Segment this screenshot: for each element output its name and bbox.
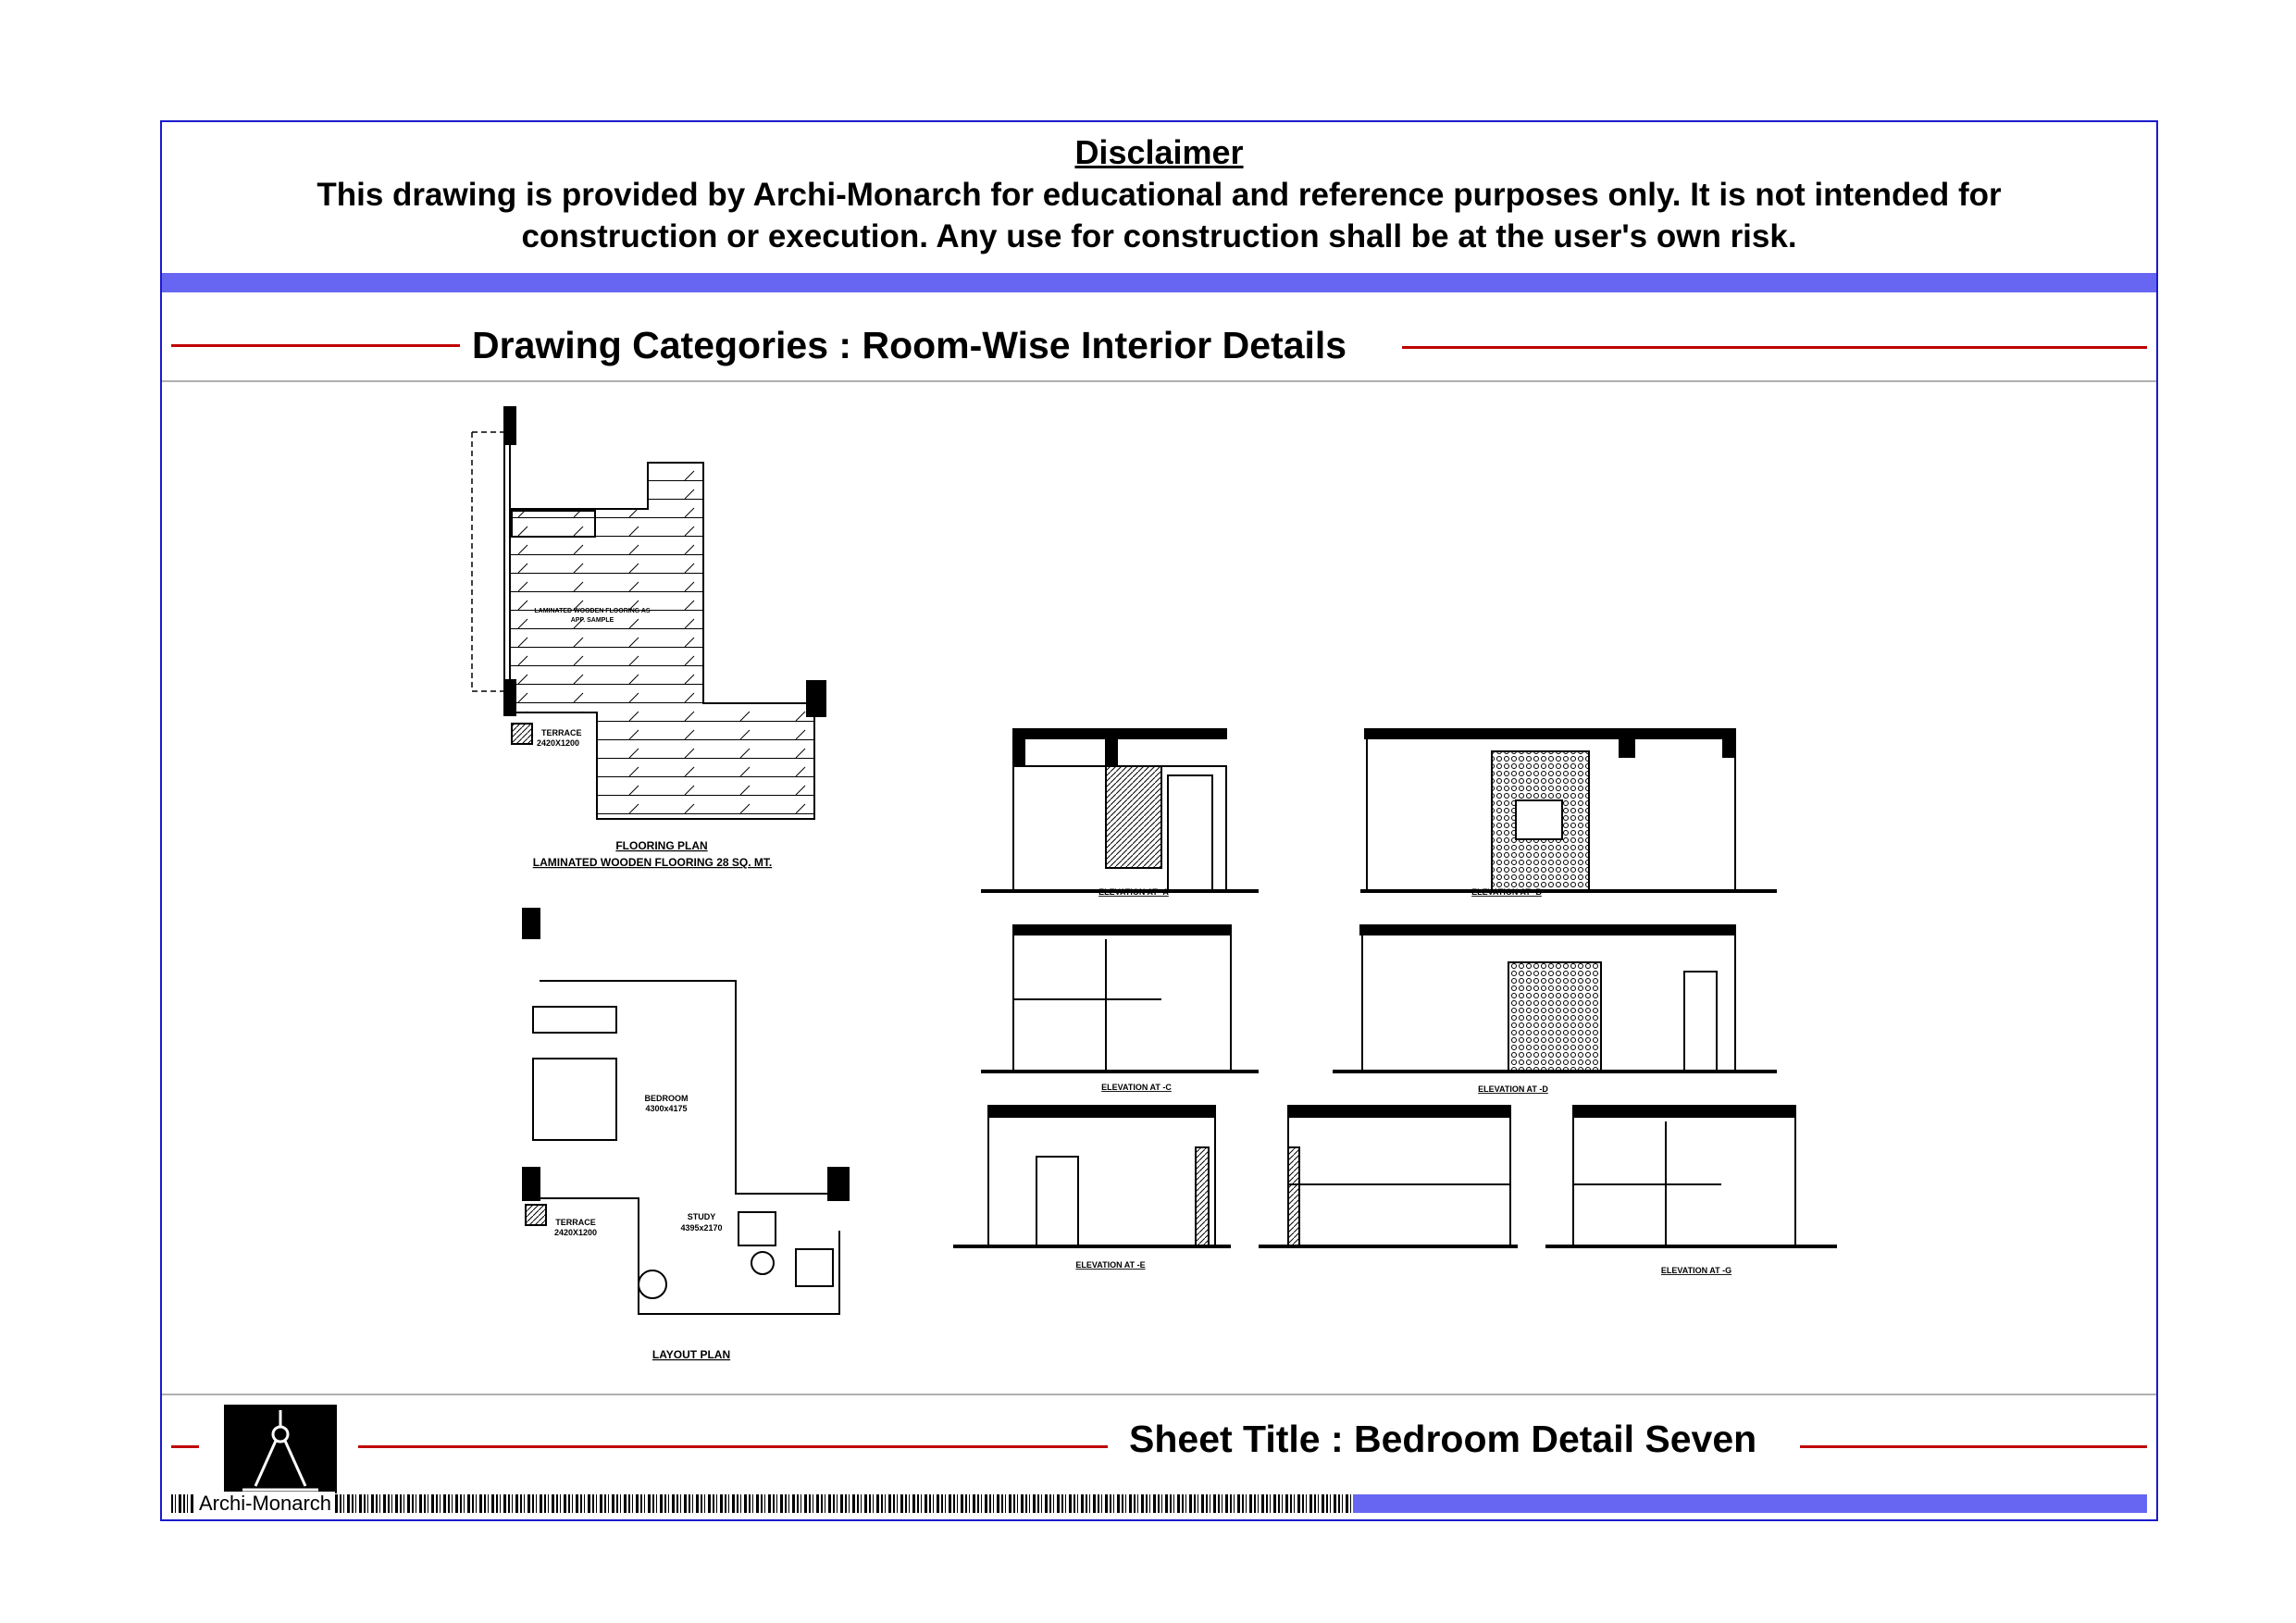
bedroom-size: 4300x4175	[645, 1104, 687, 1113]
bedroom-label: BEDROOM	[645, 1094, 689, 1103]
layout-plan	[522, 908, 850, 1315]
footer-rule-left	[171, 1445, 199, 1448]
elevation-a	[981, 728, 1259, 893]
floor-note: LAMINATED WOODEN FLOORING AS	[534, 608, 651, 614]
elevation-e-label: ELEVATION AT -E	[1075, 1260, 1145, 1270]
elevation-g	[1545, 1105, 1837, 1248]
study-size: 4395x2170	[680, 1223, 722, 1233]
elevation-c	[981, 924, 1259, 1073]
elevation-d	[1333, 924, 1777, 1073]
footer-rule-right	[1800, 1445, 2147, 1448]
archi-monarch-logo	[224, 1405, 337, 1493]
drawing-sheet-frame: Disclaimer This drawing is provided by A…	[160, 120, 2158, 1521]
layout-plan-title: LAYOUT PLAN	[652, 1348, 730, 1361]
sheet-title: Sheet Title : Bedroom Detail Seven	[1129, 1418, 1757, 1460]
flooring-plan-title: FLOORING PLAN	[615, 839, 707, 852]
elevation-d-label: ELEVATION AT -D	[1478, 1084, 1548, 1094]
elevation-b	[1360, 728, 1777, 893]
divider	[162, 1394, 2156, 1395]
category-title: Drawing Categories : Room-Wise Interior …	[472, 324, 1347, 366]
brand-name: Archi-Monarch	[195, 1492, 336, 1516]
terrace-size: 2420X1200	[537, 738, 579, 748]
elevation-g-label: ELEVATION AT -G	[1661, 1266, 1731, 1275]
study-label: STUDY	[688, 1212, 716, 1221]
footer-rule-mid	[358, 1445, 1108, 1448]
footer-band	[1353, 1494, 2147, 1513]
disclaimer-title: Disclaimer	[1074, 133, 1244, 171]
floor-note: APP. SAMPLE	[571, 617, 614, 624]
terrace-size: 2420X1200	[554, 1228, 597, 1237]
header-band	[162, 273, 2156, 292]
title-rule-right	[1402, 346, 2147, 349]
elevation-f	[1259, 1105, 1518, 1248]
barcode-strip	[171, 1494, 1351, 1513]
terrace-label: TERRACE	[541, 728, 582, 737]
elevation-b-label: ELEVATION AT -B	[1471, 887, 1542, 897]
divider	[162, 380, 2156, 382]
terrace-label: TERRACE	[555, 1218, 596, 1227]
flooring-plan-subtitle: LAMINATED WOODEN FLOORING 28 SQ. MT.	[533, 856, 772, 869]
flooring-plan	[471, 406, 826, 820]
elevation-e	[953, 1105, 1231, 1248]
elevation-a-label: ELEVATION AT -A	[1098, 887, 1169, 897]
title-rule-left	[171, 344, 460, 347]
disclaimer-text: This drawing is provided by Archi-Monarc…	[316, 177, 2002, 254]
elevation-c-label: ELEVATION AT -C	[1101, 1083, 1172, 1092]
